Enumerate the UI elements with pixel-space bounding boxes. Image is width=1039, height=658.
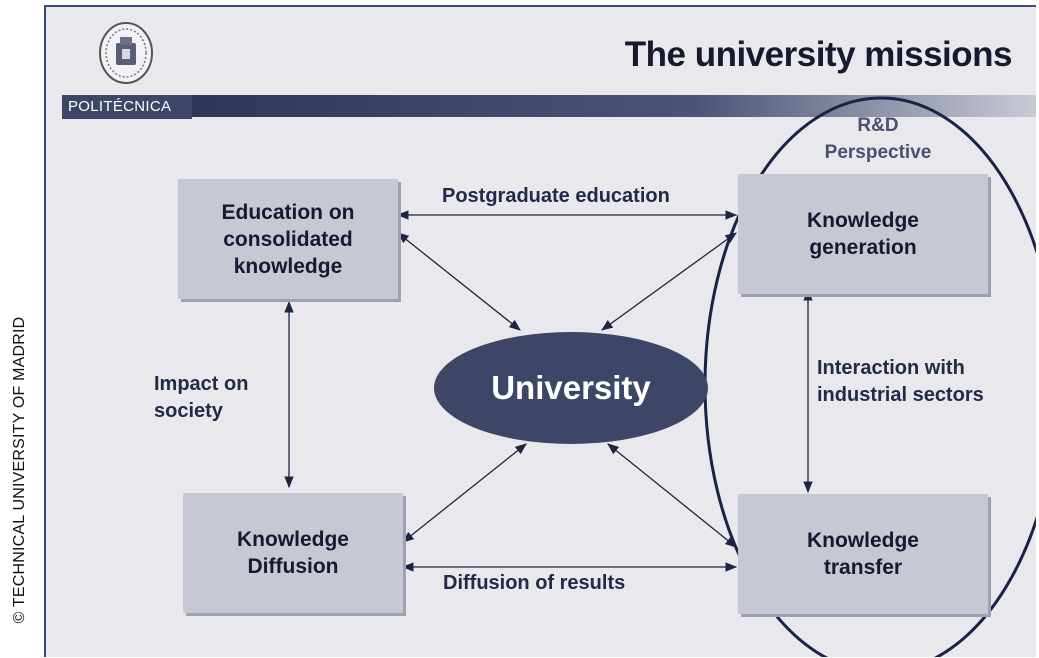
box-diffusion-text: Knowledge Diffusion xyxy=(236,528,349,578)
label-impact-society: Impact on society xyxy=(154,373,249,422)
box-diffusion: Knowledge Diffusion xyxy=(183,493,403,613)
box-education: Education on consolidated knowledge xyxy=(178,179,398,299)
brand-label: POLITÉCNICA xyxy=(62,95,192,119)
copyright-caption: © TECHNICAL UNIVERSITY OF MADRID xyxy=(0,0,40,658)
box-education-text: Education on consolidated knowledge xyxy=(221,200,355,278)
university-node: University xyxy=(434,332,708,444)
label-diffusion-results: Diffusion of results xyxy=(443,572,626,594)
page-title: The university missions xyxy=(624,35,1013,74)
copyright-text: © TECHNICAL UNIVERSITY OF MADRID xyxy=(11,316,28,624)
label-interaction: Interaction with industrial sectors xyxy=(817,357,984,406)
box-generation: Knowledge generation xyxy=(738,174,988,294)
university-label: University xyxy=(491,369,651,406)
slide: POLITÉCNICA The university missions Educ… xyxy=(44,5,1036,657)
box-transfer: Knowledge transfer xyxy=(738,494,988,614)
label-rd-perspective: R&D Perspective xyxy=(824,115,932,163)
box-generation-text: Knowledge generation xyxy=(806,209,919,259)
arrow-education-center xyxy=(397,232,521,331)
university-seal-icon xyxy=(99,22,153,84)
arrow-transfer-center xyxy=(607,443,737,548)
arrow-generation-center xyxy=(601,232,737,331)
arrow-diffusion-center xyxy=(402,443,527,543)
label-postgraduate: Postgraduate education xyxy=(442,185,670,207)
box-transfer-text: Knowledge transfer xyxy=(806,529,919,579)
